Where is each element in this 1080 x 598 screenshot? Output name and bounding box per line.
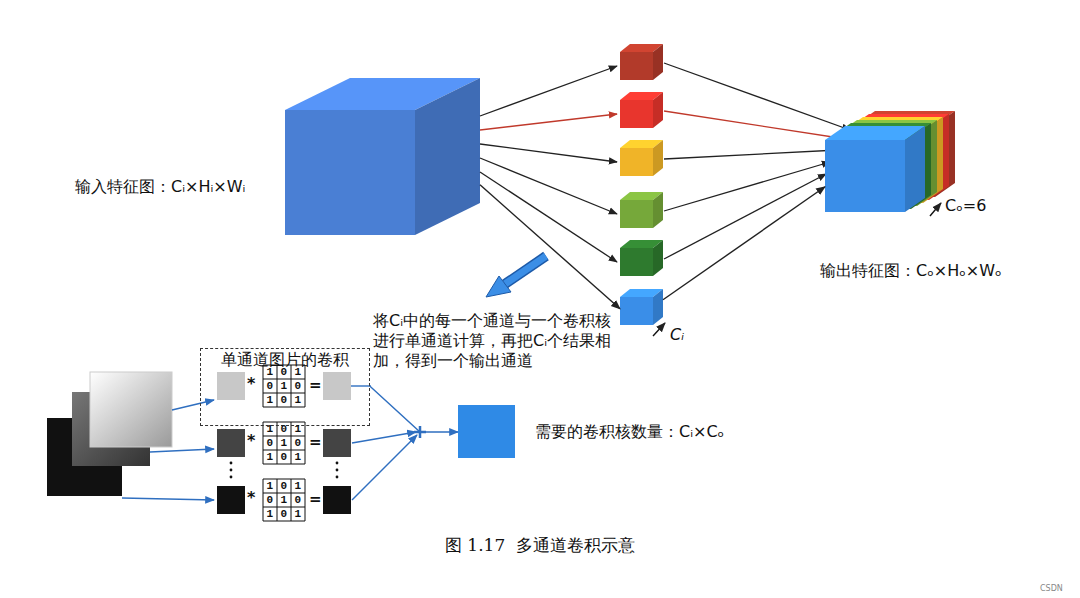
- ellipsis-dot: [336, 469, 339, 472]
- operator-symbol: *: [247, 431, 255, 451]
- cube-side: [653, 44, 663, 80]
- cube-side: [653, 192, 663, 228]
- cube-front: [620, 200, 653, 228]
- kernel-cell: 101: [263, 450, 305, 464]
- output-channel: 需要的卷积核数量：Cᵢ×Cₒ: [458, 405, 515, 458]
- kernel-cell: 101: [263, 393, 305, 407]
- result-patch: [323, 486, 351, 514]
- kernel-cell: 010: [263, 436, 305, 450]
- cube-front: [620, 297, 653, 325]
- sum-arrow: [664, 63, 850, 130]
- output-feature-map: Cₒ=6输出特征图：Cₒ×Hₒ×Wₒ: [825, 111, 955, 212]
- cube-front: [825, 140, 905, 212]
- output-channel-count: Cₒ=6: [945, 196, 986, 216]
- kernel-cell: 010: [263, 379, 305, 393]
- kernel-cube-node: Cᵢ: [620, 289, 663, 325]
- output-stack: [825, 111, 955, 212]
- kernel-arrow: [480, 172, 617, 262]
- connector-arrow: [663, 187, 825, 300]
- input-cube: [285, 78, 480, 235]
- kernel-cell: 101: [263, 507, 305, 521]
- operator-symbol: =: [309, 375, 322, 395]
- result-patch: [323, 372, 351, 400]
- kernel-cube: [620, 192, 663, 228]
- ellipsis-dot: [336, 476, 339, 479]
- input-arrow: [150, 449, 214, 452]
- input-arrow: [122, 498, 214, 500]
- operator-symbol: *: [247, 488, 255, 508]
- kernel-cube: [620, 44, 663, 80]
- ellipsis-dot: [230, 469, 233, 472]
- cube-side: [653, 140, 663, 176]
- channel-patch: [217, 372, 245, 400]
- operator-symbol: *: [247, 374, 255, 394]
- ellipsis-dot: [230, 462, 233, 465]
- input-feature-map: 输入特征图：Cᵢ×Hᵢ×Wᵢ: [285, 78, 480, 235]
- cube-side: [653, 92, 663, 128]
- kernel-cell: 010: [263, 493, 305, 507]
- cube-front: [620, 248, 653, 276]
- ellipsis-dot: [230, 476, 233, 479]
- cube-side: [415, 78, 480, 235]
- cube-front: [620, 148, 653, 176]
- watermark: CSDN: [1040, 584, 1063, 594]
- kernel-arrow: [480, 114, 617, 130]
- channel-patch: [217, 486, 245, 514]
- kernel-arrow: [480, 66, 617, 116]
- result-patch: [323, 429, 351, 457]
- operator-symbol: =: [309, 489, 322, 509]
- callout-arrow: [505, 256, 546, 284]
- callout-note: 将Cᵢ中的每一个通道与一个卷积核进行单通道计算，再把Cᵢ个结果相加，得到一个输出…: [373, 311, 613, 371]
- cube-front: [620, 100, 653, 128]
- callout-arrow: [505, 256, 546, 284]
- kernel-grid: [263, 479, 305, 521]
- cube-front: [620, 52, 653, 80]
- sum-arrow: [664, 150, 838, 159]
- result-line: [351, 385, 371, 386]
- channel-count: Cᵢ: [670, 325, 684, 345]
- input-arrow: [172, 400, 214, 410]
- kernel-count-note: 需要的卷积核数量：Cᵢ×Cₒ: [535, 422, 724, 442]
- output-label: 输出特征图：Cₒ×Hₒ×Wₒ: [820, 261, 1002, 281]
- sum-arrow: [664, 162, 830, 211]
- channel-image: [90, 372, 172, 447]
- connector-arrow: [480, 185, 620, 309]
- kernel-cube: [620, 92, 663, 128]
- cube-front: [285, 110, 415, 235]
- cube-side: [653, 289, 663, 325]
- input-label: 输入特征图：Cᵢ×Hᵢ×Wᵢ: [75, 177, 245, 197]
- kernel-cube: [620, 140, 663, 176]
- operator-symbol: =: [309, 432, 322, 452]
- kernel-arrow: [480, 144, 617, 162]
- ellipsis-dot: [336, 462, 339, 465]
- sum-arrow: [664, 174, 826, 259]
- channel-patch: [217, 429, 245, 457]
- kernel-cell: 101: [263, 479, 305, 493]
- kernel-cube: [620, 289, 663, 325]
- callout-arrow-head: [486, 276, 511, 297]
- connector-arrow: [370, 386, 458, 432]
- kernel-cell: 101: [263, 422, 305, 436]
- result-arrow: [352, 432, 416, 443]
- kernel-grid: [263, 422, 305, 464]
- kernel-grid: [263, 365, 305, 407]
- depth-arrow: [653, 323, 665, 336]
- cube-side: [905, 126, 925, 212]
- kernel-cube: [620, 240, 663, 276]
- kernel-cell: 101: [263, 365, 305, 379]
- sum-arrow: [664, 111, 846, 139]
- depth-arrow: [930, 203, 941, 216]
- cube-side: [653, 240, 663, 276]
- figure-caption: 图 1.17 多通道卷积示意: [0, 534, 1080, 556]
- result-arrow: [352, 435, 417, 500]
